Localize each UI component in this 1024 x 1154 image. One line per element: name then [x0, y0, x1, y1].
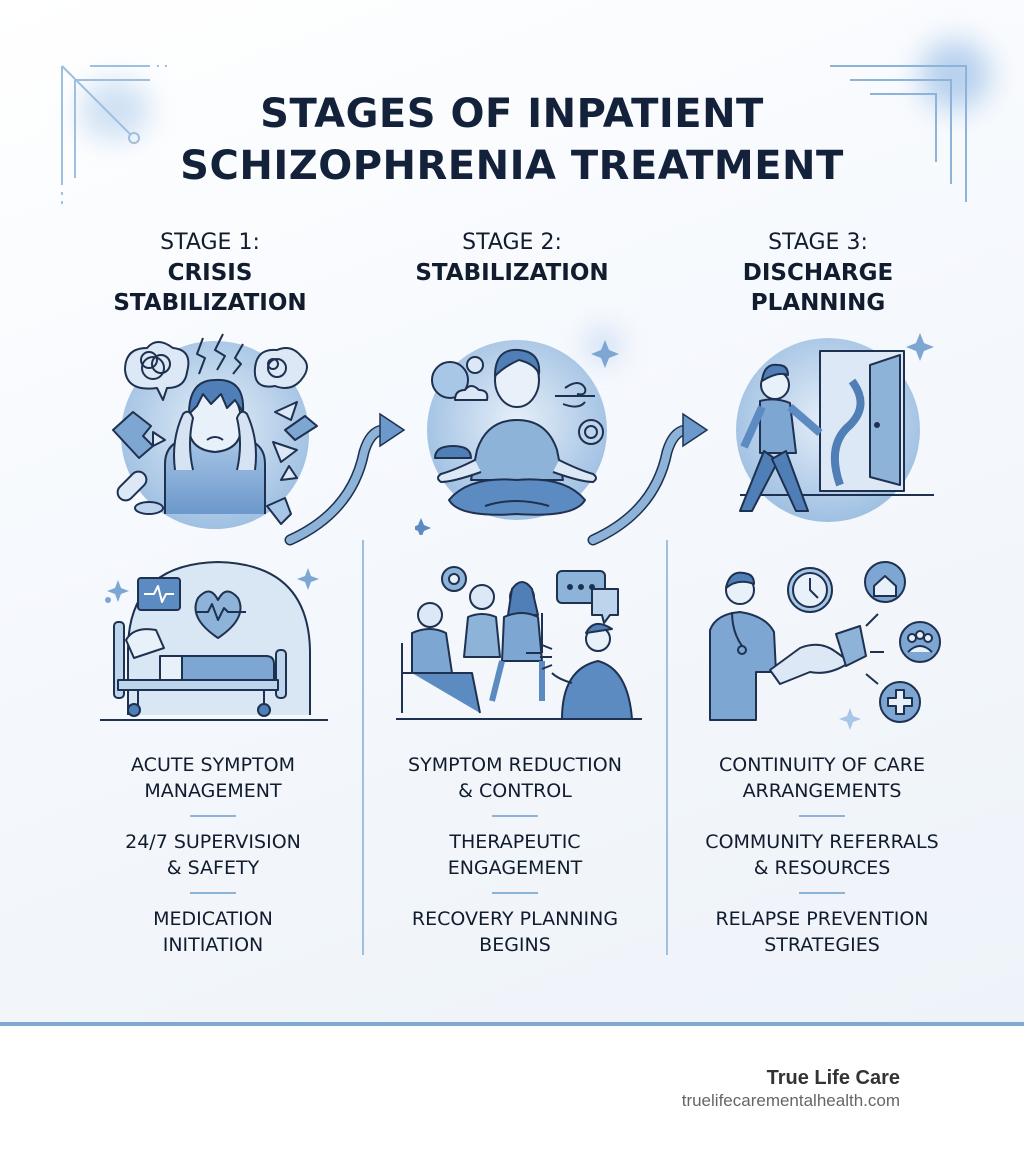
title-line-2: SCHIZOPHRENIA TREATMENT	[180, 143, 844, 189]
glow-decoration	[80, 80, 150, 140]
point-item: COMMUNITY REFERRALS & RESOURCES	[672, 829, 972, 881]
column-divider	[666, 540, 668, 955]
corner-line-decoration-left	[61, 65, 167, 204]
point-separator	[190, 815, 236, 817]
progress-arrow-icon	[284, 412, 406, 546]
brand-name: True Life Care	[766, 1067, 900, 1089]
handshake-referrals-icon	[709, 561, 941, 730]
point-item: THERAPEUTIC ENGAGEMENT	[365, 829, 665, 881]
page-title: STAGES OF INPATIENT SCHIZOPHRENIA TREATM…	[0, 88, 1024, 192]
point-line: & RESOURCES	[753, 857, 891, 879]
point-separator	[799, 892, 845, 894]
stage-1-heading: STAGE 1: CRISIS STABILIZATION	[60, 228, 360, 318]
stage-name-line1: STABILIZATION	[415, 260, 609, 286]
stage-number: STAGE 2:	[462, 230, 562, 255]
stage-2-heading: STAGE 2: STABILIZATION	[362, 228, 662, 288]
stage-2-points: SYMPTOM REDUCTION & CONTROL THERAPEUTIC …	[365, 752, 665, 958]
point-item: SYMPTOM REDUCTION & CONTROL	[365, 752, 665, 804]
stage-number: STAGE 1:	[160, 230, 260, 255]
footer-divider-bar	[0, 1022, 1024, 1026]
progress-arrow-icon	[587, 412, 709, 546]
stage-number: STAGE 3:	[768, 230, 868, 255]
point-line: BEGINS	[479, 934, 551, 956]
point-line: CONTINUITY OF CARE	[718, 754, 925, 776]
point-separator	[492, 892, 538, 894]
point-line: MEDICATION	[153, 908, 273, 930]
stage-3-points: CONTINUITY OF CARE ARRANGEMENTS COMMUNIT…	[672, 752, 972, 958]
point-line: 24/7 SUPERVISION	[125, 831, 301, 853]
point-item: 24/7 SUPERVISION & SAFETY	[63, 829, 363, 881]
distressed-person-icon	[112, 333, 318, 529]
point-line: STRATEGIES	[764, 934, 880, 956]
group-therapy-icon	[396, 566, 642, 720]
point-separator	[799, 815, 845, 817]
hospital-bed-icon	[100, 561, 328, 721]
point-line: & SAFETY	[166, 857, 260, 879]
point-line: & CONTROL	[458, 780, 572, 802]
point-item: RECOVERY PLANNING BEGINS	[365, 906, 665, 958]
brand-footer: True Life Care truelifecarementalhealth.…	[682, 1066, 900, 1112]
point-item: ACUTE SYMPTOM MANAGEMENT	[63, 752, 363, 804]
title-line-1: STAGES OF INPATIENT	[260, 91, 764, 137]
point-line: ARRANGEMENTS	[742, 780, 902, 802]
stage-name-line1: DISCHARGE	[742, 260, 894, 286]
point-item: CONTINUITY OF CARE ARRANGEMENTS	[672, 752, 972, 804]
stage-name-line1: CRISIS	[167, 260, 253, 286]
point-line: THERAPEUTIC	[449, 831, 581, 853]
point-line: MANAGEMENT	[144, 780, 282, 802]
point-line: SYMPTOM REDUCTION	[408, 754, 622, 776]
point-separator	[190, 892, 236, 894]
point-line: INITIATION	[162, 934, 264, 956]
meditating-person-icon	[415, 340, 619, 535]
person-exiting-door-icon	[736, 333, 934, 522]
brand-url: truelifecarementalhealth.com	[681, 1091, 900, 1110]
point-item: MEDICATION INITIATION	[63, 906, 363, 958]
stage-1-points: ACUTE SYMPTOM MANAGEMENT 24/7 SUPERVISIO…	[63, 752, 363, 958]
stage-name-line2: STABILIZATION	[113, 290, 307, 316]
stage-3-heading: STAGE 3: DISCHARGE PLANNING	[668, 228, 968, 318]
column-divider	[362, 540, 364, 955]
corner-line-decoration-right	[830, 65, 967, 202]
infographic-canvas: STAGES OF INPATIENT SCHIZOPHRENIA TREATM…	[0, 0, 1024, 1024]
point-line: RECOVERY PLANNING	[411, 908, 619, 930]
point-separator	[492, 815, 538, 817]
stage-name-line2: PLANNING	[750, 290, 886, 316]
point-line: RELAPSE PREVENTION	[715, 908, 929, 930]
point-line: COMMUNITY REFERRALS	[705, 831, 939, 853]
point-line: ACUTE SYMPTOM	[131, 754, 295, 776]
point-item: RELAPSE PREVENTION STRATEGIES	[672, 906, 972, 958]
glow-decoration	[920, 40, 990, 110]
point-line: ENGAGEMENT	[447, 857, 583, 879]
